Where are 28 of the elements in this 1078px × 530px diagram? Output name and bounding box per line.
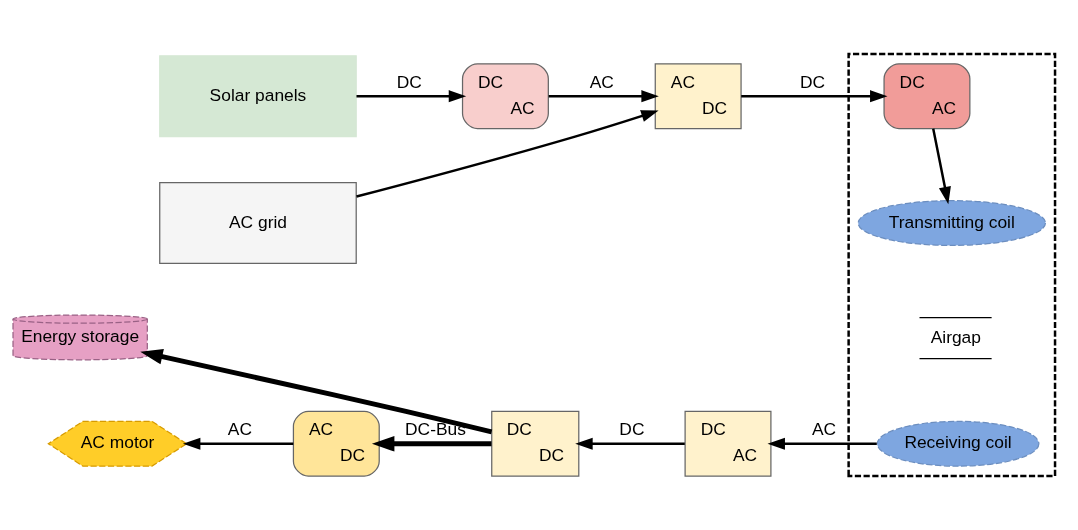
cluster bbox=[847, 52, 1057, 478]
edge-label: AC bbox=[811, 419, 837, 440]
node-box: AC grid bbox=[159, 182, 357, 265]
node-box: AC DC bbox=[292, 410, 380, 477]
node-ellipse: Receiving coil bbox=[876, 420, 1040, 467]
node-ellipse: Transmitting coil bbox=[857, 200, 1047, 247]
arrow bbox=[575, 437, 685, 450]
arrow bbox=[140, 348, 493, 435]
arrow bbox=[548, 90, 659, 103]
edge-label: DC bbox=[619, 419, 645, 440]
arrow bbox=[182, 437, 294, 450]
arrow bbox=[356, 90, 467, 103]
edge-label: DC bbox=[396, 71, 422, 92]
arrow bbox=[741, 90, 888, 103]
node-box: DC AC bbox=[461, 63, 549, 130]
edge-label: AC bbox=[227, 419, 253, 440]
arrow bbox=[356, 110, 659, 198]
edge-label: DC bbox=[800, 71, 826, 92]
arrow bbox=[932, 128, 951, 205]
arrow bbox=[767, 437, 877, 450]
node-box: Solar panels bbox=[159, 55, 357, 138]
node-box: DC AC bbox=[684, 410, 772, 477]
node-box: AC DC bbox=[654, 63, 742, 130]
label: Airgap bbox=[930, 326, 981, 347]
node-box: DC DC bbox=[491, 410, 580, 477]
edge-label: AC bbox=[589, 71, 614, 92]
node-box: DC AC bbox=[883, 63, 971, 130]
arrow bbox=[371, 435, 492, 452]
